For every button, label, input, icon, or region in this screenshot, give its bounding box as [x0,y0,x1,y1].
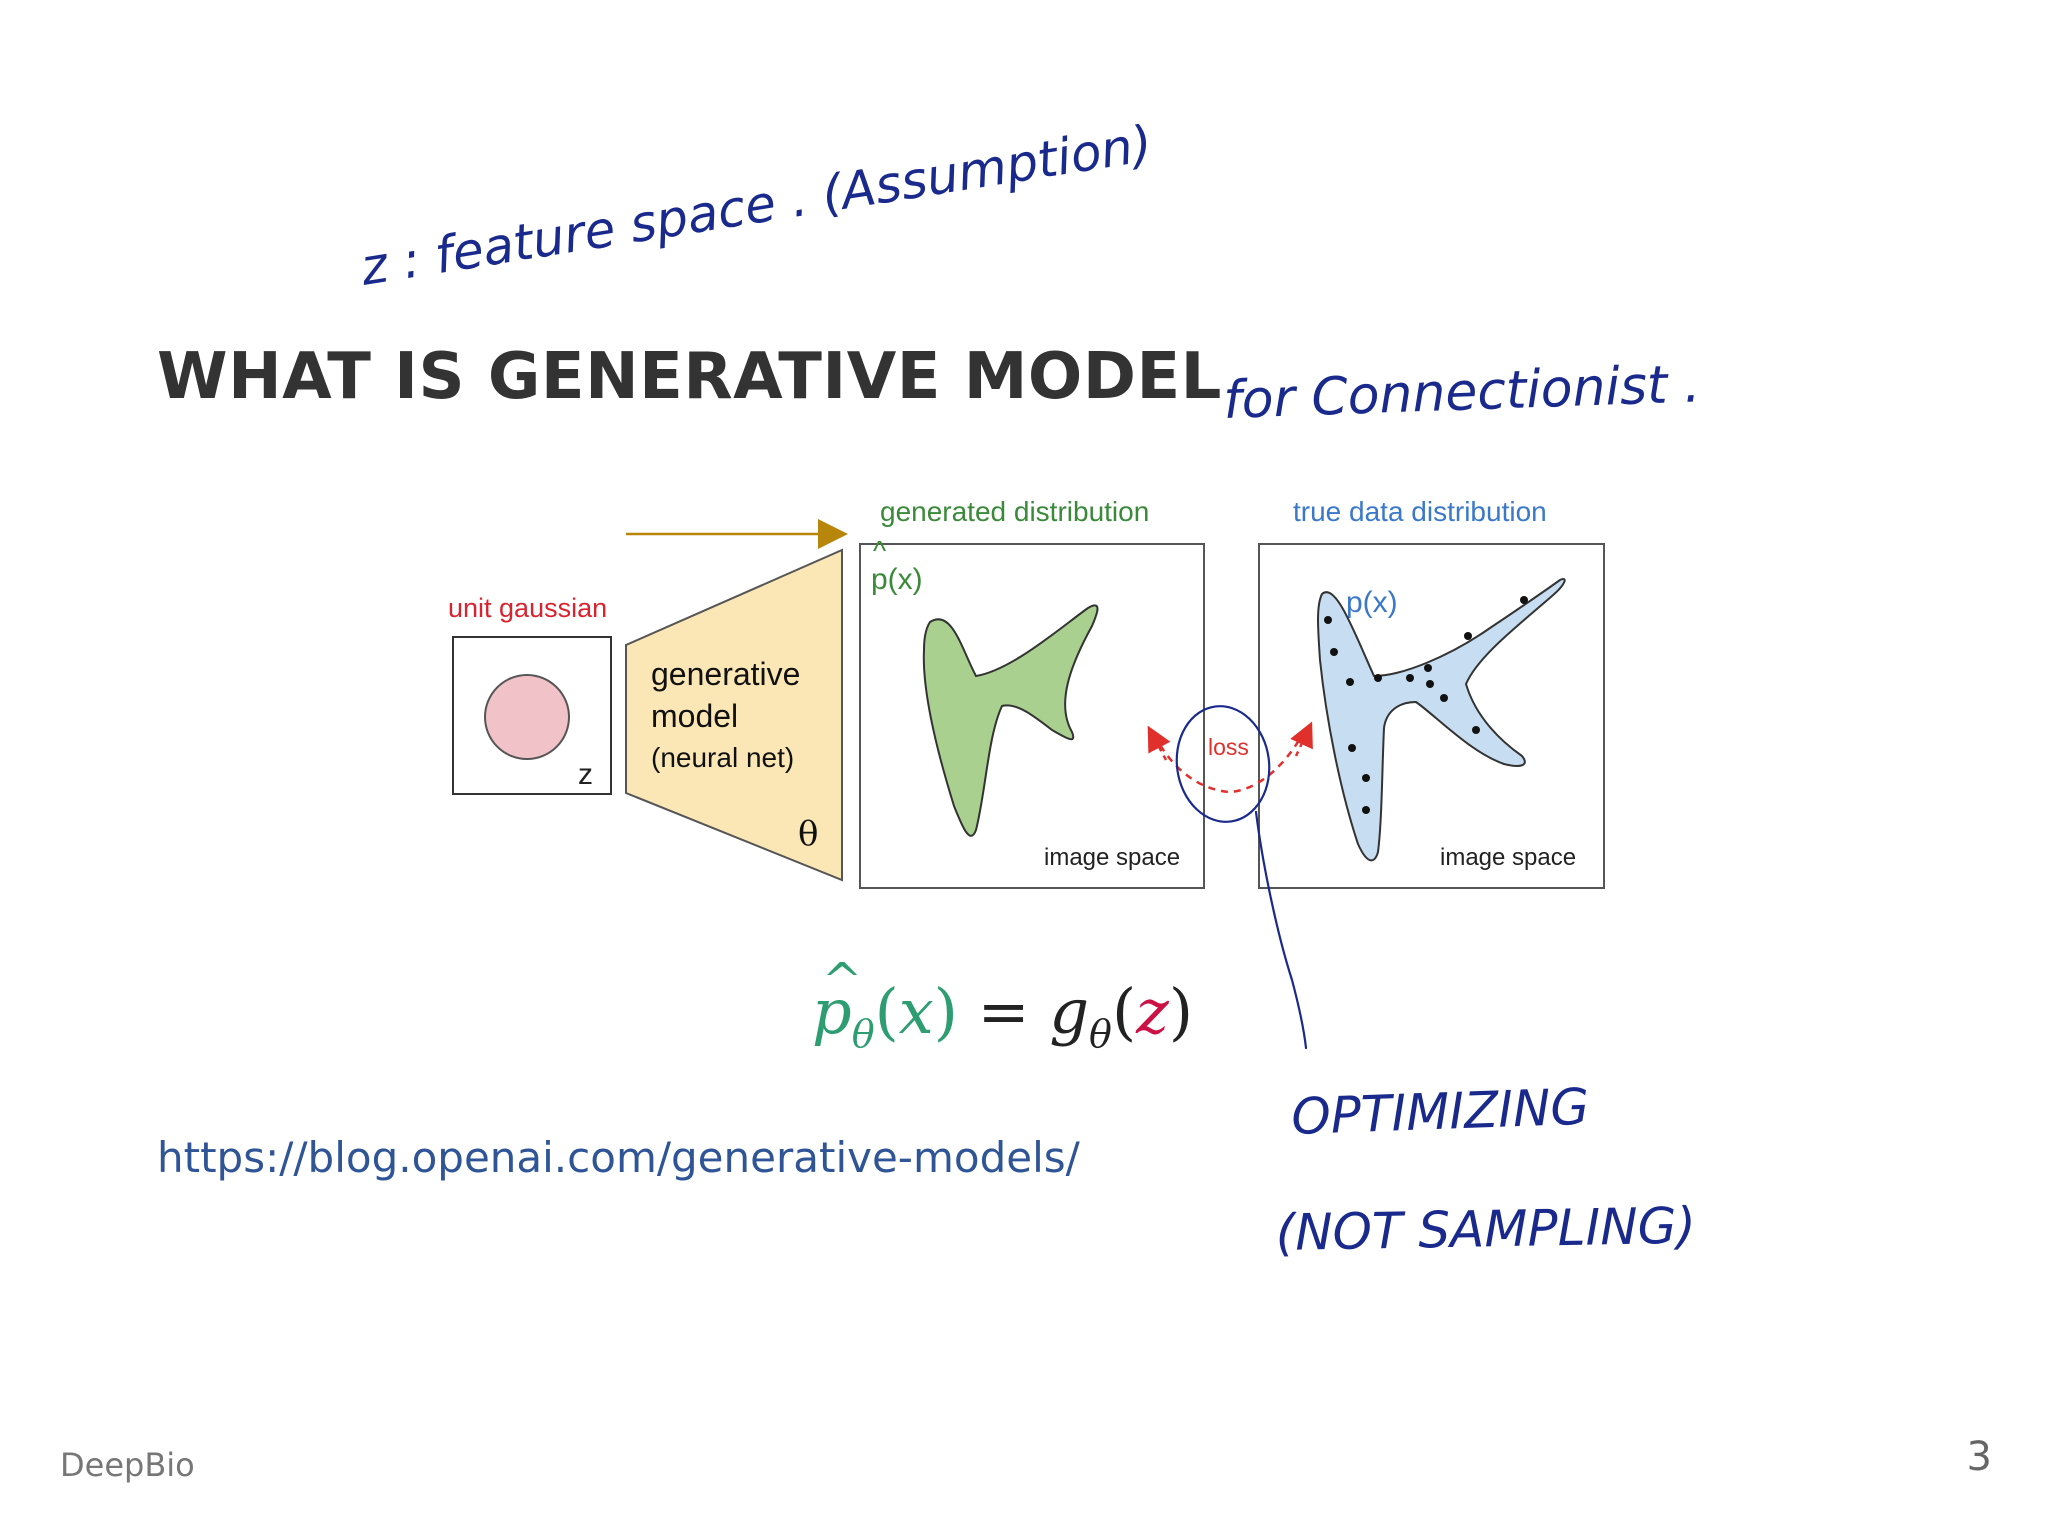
phat-hat: ^ [873,535,886,566]
generated-distribution-label: generated distribution [880,496,1149,527]
ink-note-connectionist: for Connectionist . [1222,354,1701,431]
sample-point [1406,674,1414,682]
image-space-label-left: image space [1044,844,1180,871]
sample-point [1362,774,1370,782]
sample-point [1472,726,1480,734]
p-label: p(x) [1346,586,1398,619]
eq-lparen-right: ( [1111,975,1137,1048]
eq-lparen-left: ( [874,975,899,1048]
sample-point [1362,806,1370,814]
generative-model-shape [625,548,843,882]
sample-point [1346,678,1354,686]
source-link[interactable]: https://blog.openai.com/generative-model… [157,1133,1080,1182]
sample-point [1348,744,1356,752]
eq-p: p [812,975,852,1048]
eq-phat: ^ p [812,953,862,1048]
sample-point [1520,596,1528,604]
sample-point [1440,694,1448,702]
gaussian-circle [484,674,570,760]
sample-point [1330,648,1338,656]
phat-label: p(x) [871,563,923,596]
eq-theta-sub-left: θ [851,1012,875,1056]
unit-gaussian-label: unit gaussian [448,593,607,623]
eq-x: x [898,975,934,1048]
ink-note-feature-space: z : feature space . (Assumption) [356,114,1156,297]
sample-point [1426,680,1434,688]
eq-rparen-left: ) [933,975,958,1048]
ink-note-not-sampling: (NOT SAMPLING) [1275,1197,1696,1262]
slide-title: WHAT IS GENERATIVE MODEL [157,340,1222,414]
sample-point [1324,616,1332,624]
page-number: 3 [1966,1434,1992,1480]
generative-equation: ^ p θ(x) = gθ(z) [812,953,1194,1056]
eq-equals: = [957,975,1050,1048]
ink-note-optimizing: OPTIMIZING [1290,1078,1590,1146]
eq-z: z [1136,975,1169,1048]
sample-point [1374,674,1382,682]
eq-rparen-right: ) [1168,975,1194,1048]
gen-model-line2: model [651,698,738,734]
sample-point [1464,632,1472,640]
latent-box [452,636,612,795]
ink-loss-circle [1175,705,1271,823]
gen-model-line1: generative [651,656,800,692]
z-label: z [578,758,593,791]
ink-pointer-line [1254,810,1308,1050]
true-distribution-label: true data distribution [1293,496,1547,527]
generated-distribution-shape [922,604,1099,837]
gen-model-line3: (neural net) [651,742,794,773]
image-space-label-right: image space [1440,844,1576,871]
eq-g: g [1049,975,1090,1048]
true-distribution-shape [1317,578,1566,862]
loss-label: loss [1208,734,1249,760]
sample-points [1324,596,1528,814]
eq-hat: ^ [822,953,863,1009]
sample-point [1424,664,1432,672]
theta-label: θ [798,814,818,854]
eq-theta-sub-right: θ [1089,1012,1112,1056]
footer-brand: DeepBio [60,1446,195,1484]
